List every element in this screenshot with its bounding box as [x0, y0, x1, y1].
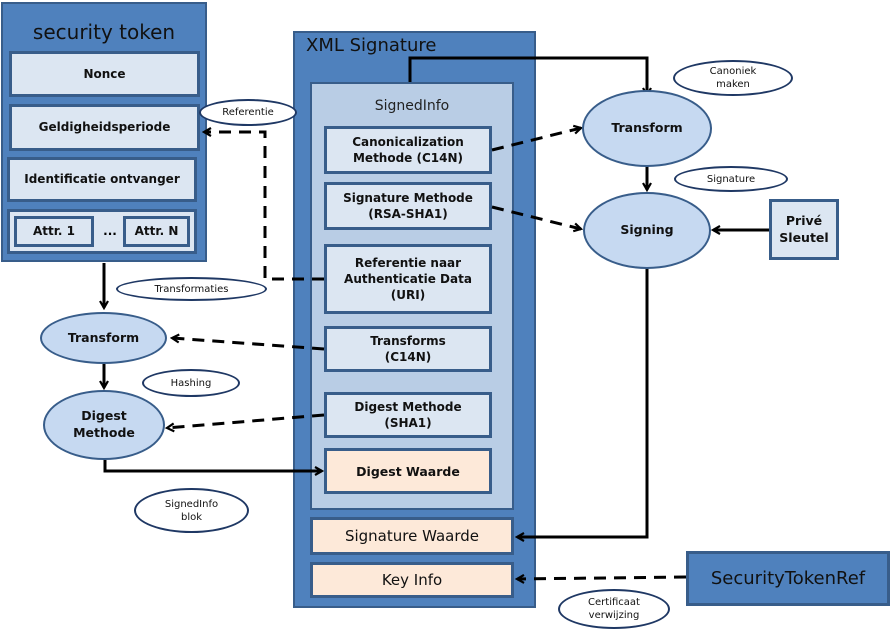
attribute-ellipsis: ...: [103, 224, 117, 238]
reference-line2: Authenticatie Data: [344, 271, 472, 286]
signature-value: Signature Waarde: [310, 517, 514, 555]
canonicalization-method-line1: Canonicalization: [352, 134, 464, 149]
label-canoniek-line1: Canoniek: [709, 66, 757, 77]
digest-method: Digest Methode (SHA1): [324, 392, 492, 438]
canonicalization-method-line2: Methode (C14N): [352, 151, 464, 165]
label-signedinfo-blok-line2: blok: [180, 511, 203, 523]
signature-method-line2: (RSA-SHA1): [368, 207, 448, 221]
reference-line3: (URI): [390, 288, 426, 303]
private-key-box: Privé Sleutel: [769, 199, 839, 260]
label-certificaat-verwijzing: Certificaat verwijzing: [558, 589, 670, 629]
digest-method-node-line1: Digest: [81, 408, 127, 424]
label-canoniek-line2: maken: [716, 79, 750, 90]
attribute-n: Attr. N: [123, 216, 190, 247]
label-canoniek-maken: Canoniek maken: [673, 60, 793, 96]
digest-method-line1: Digest Methode: [354, 399, 462, 414]
label-certificaat-line2: verwijzing: [588, 610, 640, 621]
digest-method-node-line2: Methode: [73, 425, 135, 440]
security-token-title: security token: [32, 20, 176, 44]
key-info: Key Info: [310, 562, 514, 598]
attribute-1: Attr. 1: [14, 216, 94, 247]
signature-method-line1: Signature Methode: [343, 190, 473, 205]
dash-canonicalization-to-transform: [491, 128, 581, 152]
transforms: Transforms (C14N): [324, 326, 492, 372]
arrow-signedinfo-to-transform: [408, 56, 647, 95]
dash-transforms-to-transform: [172, 338, 325, 351]
transform-left-node: Transform: [40, 312, 167, 364]
signing-node: Signing: [583, 192, 711, 269]
label-transformaties: Transformaties: [116, 277, 267, 301]
label-signature: Signature: [674, 166, 788, 192]
transforms-line2: (C14N): [384, 350, 432, 364]
label-referentie: Referentie: [199, 99, 297, 126]
reference-line1: Referentie naar: [354, 255, 462, 270]
label-certificaat-line1: Certificaat: [588, 597, 640, 608]
dash-reference-to-geldigheid: [204, 132, 324, 281]
digest-method-node: Digest Methode: [43, 390, 165, 460]
transforms-line1: Transforms: [370, 333, 446, 348]
digest-value: Digest Waarde: [324, 448, 492, 494]
xml-signature-title: XML Signature: [306, 35, 437, 56]
security-token-ref: SecurityTokenRef: [686, 551, 890, 606]
transform-right-node: Transform: [582, 90, 712, 167]
arrow-signing-to-signature-value: [517, 268, 649, 537]
private-key-line1: Privé: [785, 212, 823, 228]
digest-method-line2: (SHA1): [384, 416, 432, 430]
dash-tokenref-to-keyinfo: [517, 577, 687, 579]
field-nonce: Nonce: [9, 51, 200, 97]
signed-info-title: SignedInfo: [374, 98, 450, 114]
label-signedinfo-blok: SignedInfo blok: [134, 488, 249, 533]
label-hashing: Hashing: [142, 369, 240, 397]
arrow-digest-to-digest-value: [103, 460, 322, 471]
label-signedinfo-blok-line1: SignedInfo: [164, 498, 219, 510]
canonicalization-method: Canonicalization Methode (C14N): [324, 126, 492, 174]
dash-signature-method-to-signing: [491, 205, 581, 229]
private-key-line2: Sleutel: [779, 229, 829, 245]
field-geldigheidsperiode: Geldigheidsperiode: [9, 104, 200, 151]
dash-digest-method-to-digest: [167, 413, 325, 428]
reference-authentication-data: Referentie naar Authenticatie Data (URI): [324, 244, 492, 314]
signature-method: Signature Methode (RSA-SHA1): [324, 182, 492, 230]
field-identificatie-ontvanger: Identificatie ontvanger: [7, 157, 197, 202]
